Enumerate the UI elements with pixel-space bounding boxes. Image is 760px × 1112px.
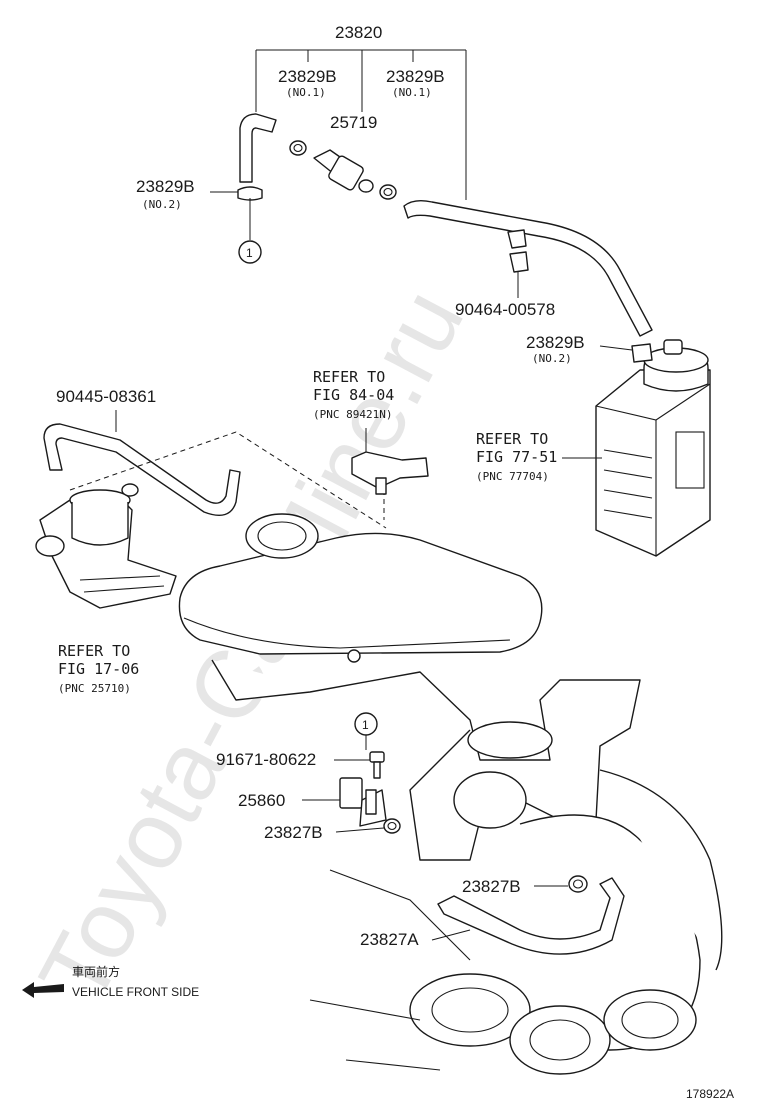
ref-17-line1: REFER TO: [58, 642, 130, 660]
label-25719: 25719: [330, 113, 377, 132]
label-23829B-no1-left: 23829B: [278, 67, 337, 86]
hose-clamp-23827B-left: [383, 818, 401, 834]
ref-77-line1: REFER TO: [476, 430, 548, 448]
leader-23820: [255, 49, 467, 200]
vsv-25860: [339, 777, 387, 827]
ref-84-line3: (PNC 89421N): [313, 408, 392, 421]
label-23829B-no1-right-sub: (NO.1): [392, 86, 432, 99]
label-23827B-right: 23827B: [462, 877, 521, 896]
vsv-25719: [313, 149, 374, 193]
ref-17-line2: FIG 17-06: [58, 660, 139, 678]
label-25860: 25860: [238, 791, 285, 810]
label-23829B-no1-right: 23829B: [386, 67, 445, 86]
label-23829B-no2-right-sub: (NO.2): [532, 352, 572, 365]
long-hose: [403, 199, 653, 337]
ref-circle-1-top-number: 1: [246, 246, 253, 260]
air-cleaner-case: [178, 513, 543, 663]
clip-90464-00578: [507, 229, 529, 273]
label-23827A: 23827A: [360, 930, 419, 949]
bolt-91671-80622: [369, 751, 385, 779]
label-90464-00578: 90464-00578: [455, 300, 555, 319]
ref-84-line2: FIG 84-04: [313, 386, 394, 404]
direction-en: VEHICLE FRONT SIDE: [72, 985, 199, 999]
label-23829B-no2-left: 23829B: [136, 177, 195, 196]
hose-clamp-23829B-no2-left: [237, 186, 263, 201]
ref-77-line3: (PNC 77704): [476, 470, 549, 483]
label-23829B-no1-left-sub: (NO.1): [286, 86, 326, 99]
label-90445-08361: 90445-08361: [56, 387, 156, 406]
ref-circle-1-top: [238, 240, 262, 264]
ref-circle-1-bottom-number: 1: [362, 718, 369, 732]
ref-77-line2: FIG 77-51: [476, 448, 557, 466]
hose-23827A: [437, 877, 625, 955]
short-hose: [239, 113, 277, 183]
intake-duct: [211, 659, 641, 861]
hose-clamp-23829B-no1-right: [379, 184, 397, 200]
hose-clamp-23829B-no1-left: [289, 140, 307, 156]
purge-vsv-bracket: [35, 483, 177, 609]
hose-90445-08361: [43, 423, 241, 516]
charcoal-canister: [595, 339, 711, 557]
hose-clamp-23829B-no2-right: [631, 343, 653, 363]
vehicle-front-indicator: 車両前方 VEHICLE FRONT SIDE: [22, 964, 199, 999]
ref-17-line3: (PNC 25710): [58, 682, 131, 695]
label-23829B-no2-left-sub: (NO.2): [142, 198, 182, 211]
label-23827B-left: 23827B: [264, 823, 323, 842]
label-23829B-no2-right: 23829B: [526, 333, 585, 352]
label-91671-80622: 91671-80622: [216, 750, 316, 769]
ref-84-line1: REFER TO: [313, 368, 385, 386]
sensor-89421N: [351, 451, 429, 495]
hose-clamp-23827B-right: [568, 875, 588, 893]
left-arrow-icon: [22, 982, 64, 998]
direction-jp: 車両前方: [72, 964, 120, 979]
image-id: 178922A: [686, 1087, 734, 1101]
label-23820: 23820: [335, 23, 382, 42]
ref-circle-1-bottom: [354, 712, 378, 736]
dashed-line-purge: [69, 431, 387, 529]
